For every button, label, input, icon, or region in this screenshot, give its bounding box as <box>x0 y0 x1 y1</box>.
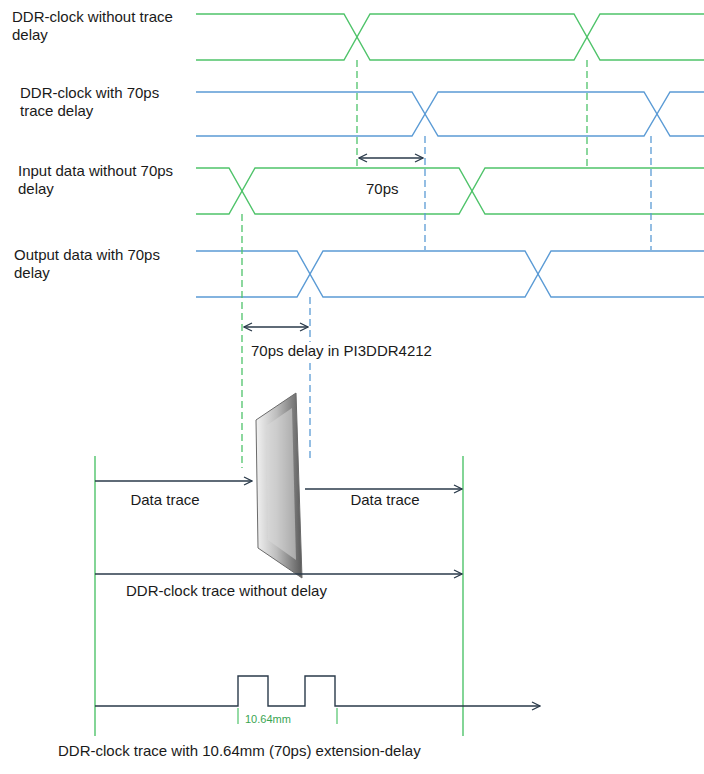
guide-lines <box>242 60 651 468</box>
output-data-wave <box>196 251 704 297</box>
signal-name: Input data without 70ps delay <box>18 162 196 198</box>
dimension-label: 70ps <box>364 180 401 198</box>
trace-label: Data trace <box>130 491 200 509</box>
caption-note: DDR-clock trace with 10.64mm (70ps) exte… <box>58 742 421 760</box>
delayed-clock-wave <box>196 92 704 136</box>
dimension-arrow <box>359 157 423 158</box>
dimension-arrow <box>244 326 308 327</box>
length-label: 10.64mm <box>245 712 291 726</box>
signal-name: Output data with 70ps delay <box>14 246 184 282</box>
clock-wave <box>196 14 704 60</box>
trace-label: DDR-clock trace without delay <box>126 582 327 600</box>
trace-label: Data trace <box>350 491 420 509</box>
signal-name: DDR-clock without trace delay <box>12 8 192 44</box>
input-data-wave <box>196 168 704 214</box>
trace-arrow <box>95 481 540 706</box>
signal-name: DDR-clock with 70ps trace delay <box>20 84 190 120</box>
dimension-label: 70ps delay in PI3DDR4212 <box>249 342 434 360</box>
buffer-chip <box>256 393 302 578</box>
